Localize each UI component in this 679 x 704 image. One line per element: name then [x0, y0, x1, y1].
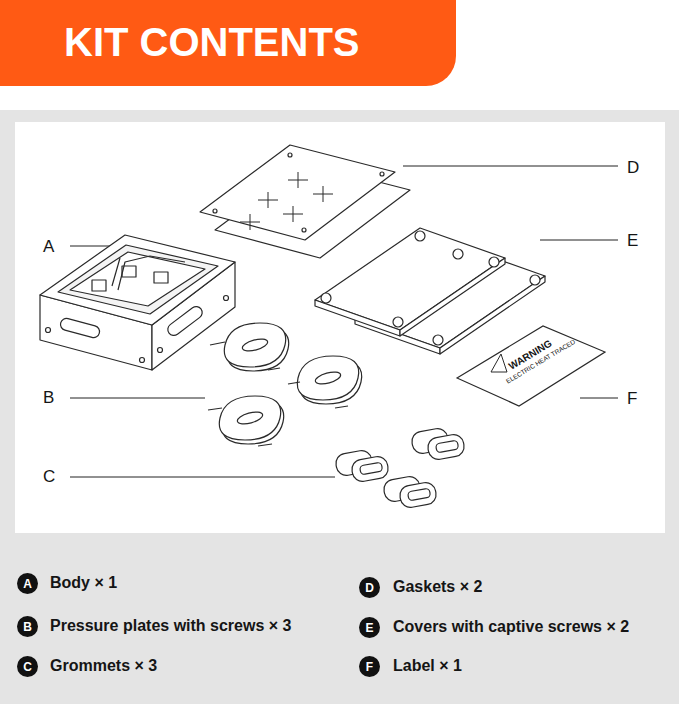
circle-letter: F [366, 660, 373, 674]
part-description: Pressure plates with screws × 3 [50, 616, 291, 636]
letter-circle: A [17, 573, 38, 594]
callout-letter: B [43, 388, 54, 408]
letter-circle: B [17, 616, 38, 637]
part-description: Label × 1 [393, 656, 462, 676]
callout-letter: F [627, 389, 637, 409]
callout-letter: C [43, 467, 55, 487]
title: KIT CONTENTS [64, 18, 360, 66]
circle-letter: C [23, 660, 32, 674]
part-description: Gaskets × 2 [393, 577, 482, 597]
callout-letter: A [43, 237, 54, 257]
part-description: Covers with captive screws × 2 [393, 617, 629, 637]
letter-circle: F [359, 656, 380, 677]
warning-label-plate: WARNINGELECTRIC HEAT TRACED [453, 320, 609, 410]
circle-letter: E [365, 621, 373, 635]
circle-letter: A [23, 577, 32, 591]
callout-letter: D [627, 158, 639, 178]
hazard-symbol [491, 354, 507, 372]
letter-circle: E [359, 617, 380, 638]
plate-shape [457, 326, 605, 406]
circle-letter: B [23, 620, 32, 634]
letter-circle: D [359, 577, 380, 598]
letter-circle: C [17, 656, 38, 677]
part-description: Grommets × 3 [50, 656, 157, 676]
part-description: Body × 1 [50, 573, 117, 593]
circle-letter: D [365, 581, 374, 595]
callout-letter: E [627, 231, 638, 251]
